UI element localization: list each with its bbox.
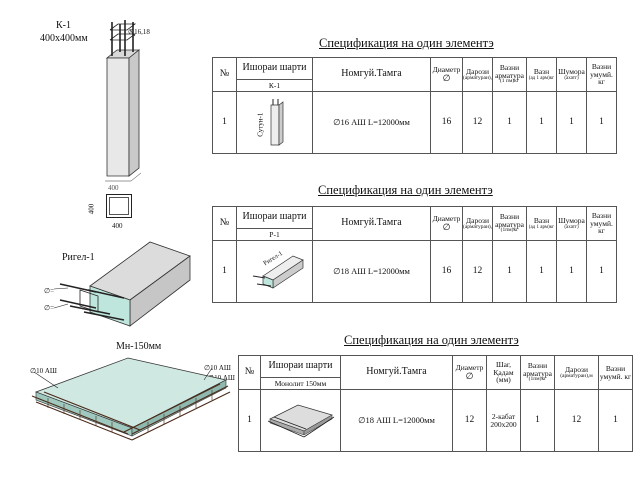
spec2-row-diameter: 16	[430, 240, 463, 303]
spec1-sub-mark: К-1	[236, 79, 313, 92]
diameter-icon: ∅	[465, 370, 474, 381]
beam-label: Ригел-1	[62, 252, 95, 263]
column-section-dim-side: 400	[87, 203, 96, 215]
spec1-header-num: №	[212, 57, 237, 92]
spec1-header-length: Дарози (арматураи),м	[462, 57, 493, 92]
spec2-row-length: 12	[462, 240, 493, 303]
spec2-header-total: Вазни умумӣ. кг	[586, 206, 617, 241]
diameter-icon: ∅	[442, 221, 451, 232]
spec2-row-num: 1	[212, 240, 237, 303]
spec1-header-count: Шумора (ахатг)	[556, 57, 587, 92]
spec2-header-weight-one: Вазн (ад 1 арм)кг	[526, 206, 557, 241]
spec3-header-total: Вазни умумӣ. кг	[598, 355, 633, 390]
beam-callout-bottom: ∅=	[44, 304, 55, 312]
spec1-row-weight-one: 1	[526, 91, 557, 154]
spec2-header-length: Дарози (арматураи),м	[462, 206, 493, 241]
spec2-header-mark: Ишораи шарти	[236, 206, 313, 229]
spec1-header-mark: Ишораи шарти	[236, 57, 313, 80]
spec3-header-length: Дарози (арматураи),м	[554, 355, 599, 390]
spec1-row-name: ∅16 АШ L=12000мм	[312, 91, 431, 154]
slab-drawing	[31, 357, 231, 441]
column-section	[106, 194, 132, 218]
column-bar-callout: ∅16,18	[128, 28, 150, 36]
spec3-sub-mark: Монолит 150мм	[260, 377, 341, 390]
slab-callout-left: ∅10 АШ	[30, 367, 57, 375]
spec2-row-count: 1	[556, 240, 587, 303]
spec1-row-total: 1	[586, 91, 617, 154]
spec1-row-weight-rebar: 1	[492, 91, 527, 154]
spec3-title: Спецификация на один элементэ	[344, 333, 519, 347]
spec1-title: Спецификация на один элементэ	[319, 36, 494, 50]
spec2-header-name: Номгуй.Тамга	[312, 206, 431, 241]
spec2-row-weight-one: 1	[526, 240, 557, 303]
spec2-row-sketch: Ригел-1	[236, 240, 313, 303]
beam-callout-top: ∅=	[44, 287, 55, 295]
spec2-header-diameter: Диаметр ∅	[430, 206, 463, 241]
spec1-row-diameter: 16	[430, 91, 463, 154]
spec3-header-diameter: Диаметр ∅	[452, 355, 487, 390]
spec3-table: № Ишораи шарти Номгуй.Тамга Диаметр ∅ Ша…	[238, 355, 633, 452]
spec1-row-num: 1	[212, 91, 237, 154]
slab-label: Мн-150мм	[116, 341, 162, 352]
spec2-header-weight-rebar: Вазни арматура (1пм)кг	[492, 206, 527, 241]
spec1-header-diameter: Диаметр ∅	[430, 57, 463, 92]
column-size-label: 400x400мм	[40, 33, 88, 44]
spec3-row-sketch	[260, 389, 341, 452]
column-section-dim-bottom: 400	[112, 222, 123, 230]
spec3-row-step: 2-кабат 200x200	[486, 389, 521, 452]
spec3-row-total: 1	[598, 389, 633, 452]
column-sketch-icon	[270, 98, 284, 146]
spec3-header-num: №	[238, 355, 261, 390]
column-label: К-1	[56, 20, 71, 31]
spec2-sub-mark: Р-1	[236, 228, 313, 241]
spec2-row-name: ∅18 АШ L=12000мм	[312, 240, 431, 303]
spec3-row-num: 1	[238, 389, 261, 452]
spec3-row-diameter: 12	[452, 389, 487, 452]
spec3-header-mark: Ишораи шарти	[260, 355, 341, 378]
spec2-title: Спецификация на один элементэ	[318, 183, 493, 197]
spec1-row-length: 12	[462, 91, 493, 154]
spec1-header-weight-rebar: Вазни арматура (1 пм)кг	[492, 57, 527, 92]
spec3-header-step: Шаг, Қадам (мм)	[486, 355, 521, 390]
spec1-sketch-text: Сутун-1	[256, 112, 265, 137]
spec1-table: № Ишораи шарти Номгуй.Тамга Диаметр ∅ Да…	[212, 57, 617, 154]
spec1-header-weight-one: Вазн (ад 1 арм)кг	[526, 57, 557, 92]
diameter-icon: ∅	[128, 28, 135, 36]
beam-sketch-icon	[252, 255, 304, 289]
slab-callout-right-2: ∅10 АШ	[208, 374, 235, 382]
column-section-dim-top: 400	[108, 184, 119, 192]
slab-sketch-icon	[267, 404, 334, 438]
spec1-row-count: 1	[556, 91, 587, 154]
spec3-row-weight-rebar: 1	[520, 389, 555, 452]
spec2-table: № Ишораи шарти Номгуй.Тамга Диаметр ∅ Да…	[212, 206, 617, 303]
beam-drawing	[53, 241, 191, 327]
spec2-row-total: 1	[586, 240, 617, 303]
spec3-header-name: Номгуй.Тамга	[340, 355, 453, 390]
spec3-header-weight-rebar: Вазни арматура (1пм)кг	[520, 355, 555, 390]
spec3-row-length: 12	[554, 389, 599, 452]
column-drawing	[105, 20, 142, 182]
spec1-row-sketch: Сутун-1	[236, 91, 313, 154]
spec2-header-num: №	[212, 206, 237, 241]
spec2-header-count: Шумора (ахатг)	[556, 206, 587, 241]
spec3-row-name: ∅18 АШ L=12000мм	[340, 389, 453, 452]
spec1-header-total: Вазни умумӣ. кг	[586, 57, 617, 92]
spec1-header-name: Номгуй.Тамга	[312, 57, 431, 92]
spec2-row-weight-rebar: 1	[492, 240, 527, 303]
slab-callout-right-1: ∅10 АШ	[204, 364, 231, 372]
diameter-icon: ∅	[442, 72, 451, 83]
